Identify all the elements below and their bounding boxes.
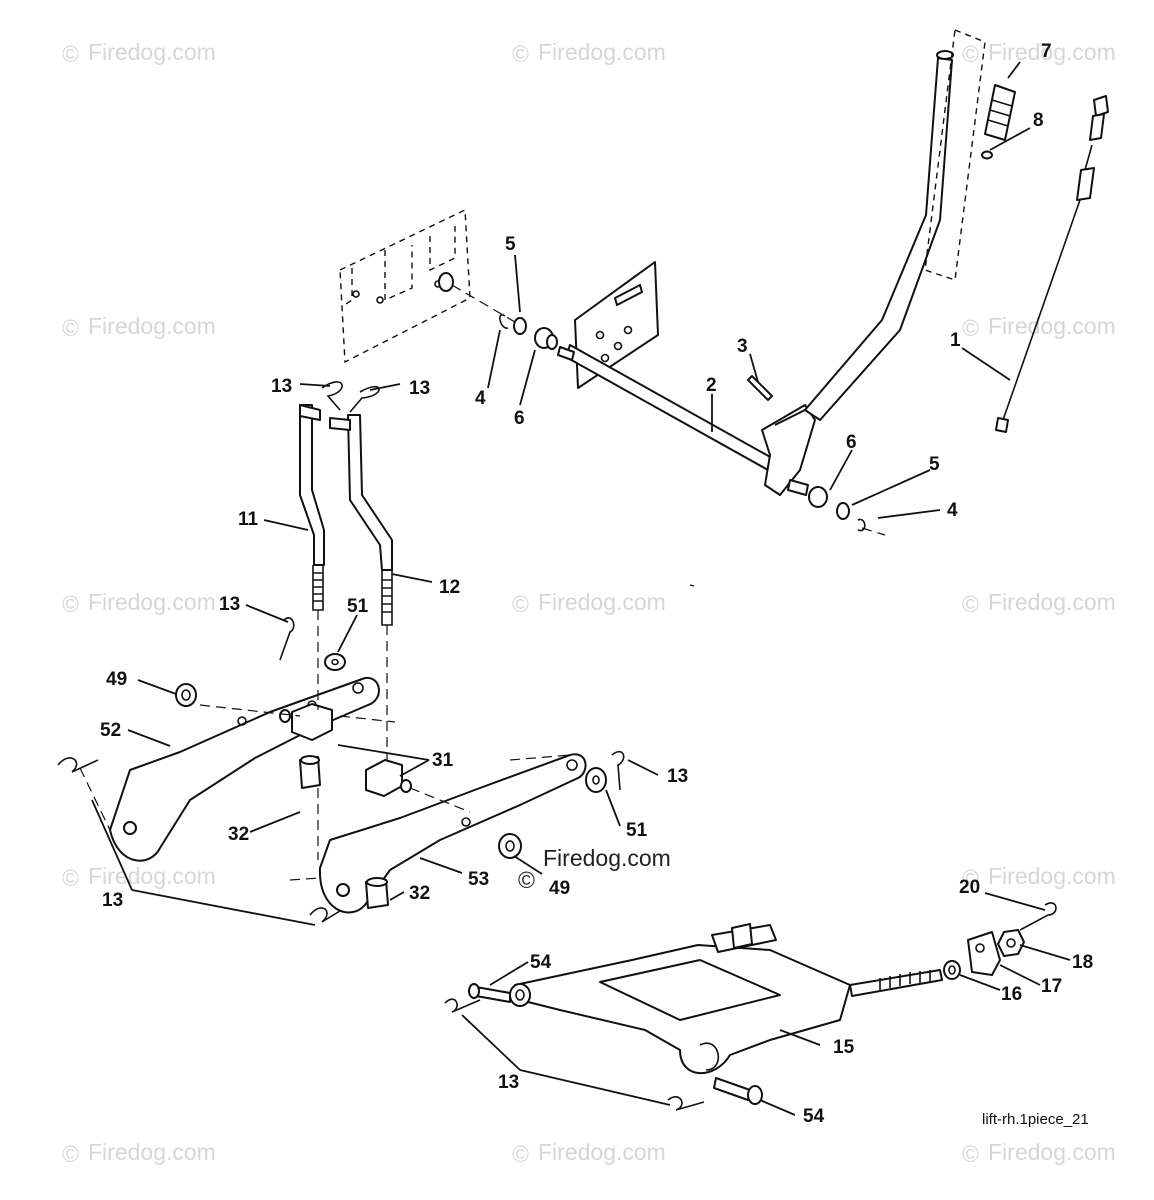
callout-13: 13 bbox=[498, 1072, 519, 1093]
watermark-text: Firedog.com bbox=[988, 589, 1116, 615]
callout-49: 49 bbox=[106, 669, 127, 690]
callout-13: 13 bbox=[667, 766, 688, 787]
watermark-symbol: © bbox=[962, 315, 979, 341]
watermark-text: Firedog.com bbox=[88, 589, 216, 615]
watermark-text: Firedog.com bbox=[538, 1139, 666, 1165]
watermark-text: Firedog.com bbox=[988, 863, 1116, 889]
overlay-watermark-symbol: © bbox=[518, 867, 535, 893]
callout-32: 32 bbox=[409, 883, 430, 904]
callout-13: 13 bbox=[102, 890, 123, 911]
overlay-watermark-text: Firedog.com bbox=[543, 845, 671, 871]
callout-16: 16 bbox=[1001, 984, 1022, 1005]
watermark-symbol: © bbox=[512, 1141, 529, 1167]
watermark-text: Firedog.com bbox=[988, 1139, 1116, 1165]
shaft-hardware-left bbox=[499, 314, 558, 350]
callout-13: 13 bbox=[219, 594, 240, 615]
watermark-symbol: © bbox=[962, 865, 979, 891]
callout-4: 4 bbox=[475, 388, 486, 409]
watermark-symbol: © bbox=[512, 591, 529, 617]
callout-11: 11 bbox=[238, 509, 259, 530]
front-hanger bbox=[509, 923, 943, 1075]
callout-18: 18 bbox=[1072, 952, 1093, 973]
callout-20: 20 bbox=[959, 877, 980, 898]
washers-51 bbox=[324, 653, 607, 793]
watermark-text: Firedog.com bbox=[88, 313, 216, 339]
trunnions-31 bbox=[279, 703, 412, 797]
watermark-text: Firedog.com bbox=[88, 863, 216, 889]
gauge-rod bbox=[995, 95, 1109, 433]
callout-5: 5 bbox=[929, 454, 940, 475]
callout-8: 8 bbox=[1033, 110, 1044, 131]
watermark-symbol: © bbox=[512, 41, 529, 67]
nuts-32 bbox=[299, 755, 389, 909]
watermark-symbol: © bbox=[62, 315, 79, 341]
callout-4: 4 bbox=[947, 500, 958, 521]
watermark-text: Firedog.com bbox=[538, 39, 666, 65]
callout-3: 3 bbox=[737, 336, 748, 357]
callout-1: 1 bbox=[950, 330, 961, 351]
callout-labels: 7 8 1 5 4 6 3 2 6 5 4 13 13 11 12 13 51 … bbox=[100, 41, 1093, 1127]
lift-shaft bbox=[557, 261, 816, 496]
watermark-text: Firedog.com bbox=[988, 313, 1116, 339]
overlay-watermark: © Firedog.com bbox=[518, 845, 671, 893]
callout-52: 52 bbox=[100, 720, 121, 741]
lift-link-12 bbox=[347, 414, 393, 626]
frame-bracket-outline bbox=[339, 208, 521, 364]
watermark-symbol: © bbox=[62, 865, 79, 891]
lift-arm-53 bbox=[318, 753, 587, 914]
callout-53: 53 bbox=[468, 869, 489, 890]
callout-32: 32 bbox=[228, 824, 249, 845]
watermark-symbol: © bbox=[62, 1141, 79, 1167]
lift-link-11 bbox=[299, 404, 325, 611]
leader-lines bbox=[91, 61, 1071, 1116]
roll-pin bbox=[747, 375, 773, 401]
watermark-symbol: © bbox=[62, 591, 79, 617]
callout-7: 7 bbox=[1041, 41, 1052, 62]
watermark-symbol: © bbox=[962, 591, 979, 617]
watermark-text: Firedog.com bbox=[538, 589, 666, 615]
callout-51: 51 bbox=[347, 596, 369, 617]
hairpin-clips bbox=[57, 617, 1057, 1111]
watermark-text: Firedog.com bbox=[988, 39, 1116, 65]
callout-31: 31 bbox=[432, 750, 454, 771]
reference-code: lift-rh.1piece_21 bbox=[982, 1111, 1089, 1128]
callout-54: 54 bbox=[530, 952, 552, 973]
callout-2: 2 bbox=[706, 375, 717, 396]
centerlines bbox=[79, 584, 695, 881]
adjuster-parts bbox=[943, 929, 1025, 980]
clevis-pins-54 bbox=[468, 983, 763, 1105]
callout-5: 5 bbox=[505, 234, 516, 255]
link-top-clips bbox=[299, 381, 380, 431]
watermark-group: © Firedog.com © Firedog.com © Firedog.co… bbox=[62, 39, 1116, 1167]
handle-grip bbox=[981, 84, 1016, 160]
watermark-symbol: © bbox=[62, 41, 79, 67]
watermark-text: Firedog.com bbox=[88, 1139, 216, 1165]
callout-17: 17 bbox=[1041, 976, 1062, 997]
callout-49: 49 bbox=[549, 878, 570, 899]
watermark-text: Firedog.com bbox=[88, 39, 216, 65]
watermark-symbol: © bbox=[962, 1141, 979, 1167]
callout-13: 13 bbox=[271, 376, 292, 397]
callout-6: 6 bbox=[514, 408, 525, 429]
shaft-hardware-right bbox=[808, 486, 886, 536]
lift-handle bbox=[804, 29, 986, 421]
watermark-symbol: © bbox=[962, 41, 979, 67]
callout-51: 51 bbox=[626, 820, 648, 841]
callout-54: 54 bbox=[803, 1106, 825, 1127]
callout-12: 12 bbox=[439, 577, 460, 598]
callout-6: 6 bbox=[846, 432, 857, 453]
callout-13: 13 bbox=[409, 378, 430, 399]
callout-15: 15 bbox=[833, 1037, 855, 1058]
